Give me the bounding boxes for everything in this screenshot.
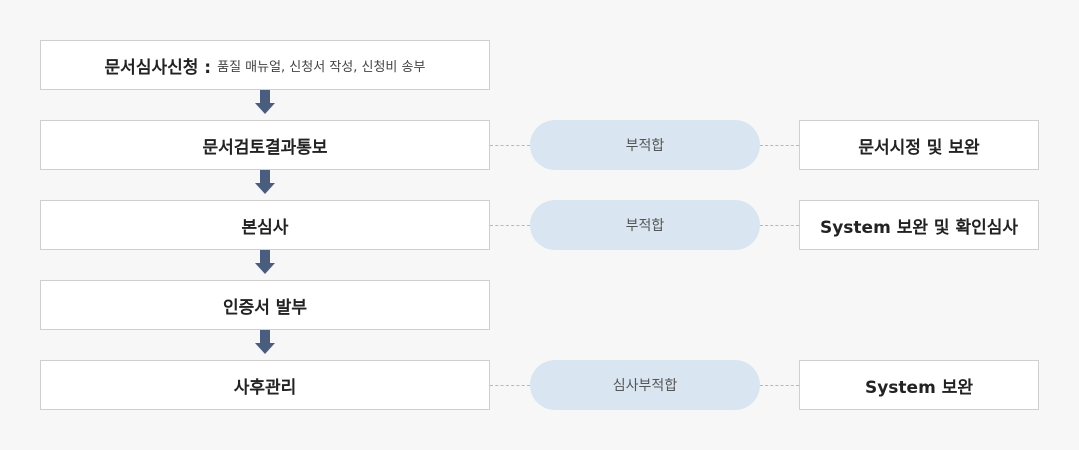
step-application-subtitle: 품질 매뉴얼, 신청서 작성, 신청비 송부 bbox=[217, 59, 426, 75]
step-certificate-issue: 인증서 발부 bbox=[40, 280, 490, 330]
branch-action-system-improvement: System 보완 bbox=[799, 360, 1039, 410]
branch-action-document-correction: 문서시정 및 보완 bbox=[799, 120, 1039, 170]
step-main-audit-title: 본심사 bbox=[241, 217, 289, 238]
branch-action-label: System 보완 및 확인심사 bbox=[819, 217, 1019, 238]
step-follow-up-title: 사후관리 bbox=[233, 377, 297, 398]
arrow-down-icon bbox=[255, 330, 275, 354]
step-document-review-title: 문서검토결과통보 bbox=[202, 137, 328, 158]
step-certificate-issue-title: 인증서 발부 bbox=[222, 297, 308, 318]
branch-condition-label: 부적합 bbox=[625, 218, 665, 234]
connector-line bbox=[490, 145, 530, 146]
step-application-title: 문서심사신청 : bbox=[104, 57, 212, 78]
branch-action-system-improvement-recheck: System 보완 및 확인심사 bbox=[799, 200, 1039, 250]
connector-line bbox=[760, 145, 799, 146]
connector-line bbox=[490, 225, 530, 226]
connector-line bbox=[760, 385, 799, 386]
branch-condition-nonconformity: 부적합 bbox=[530, 200, 760, 250]
branch-action-label: System 보완 bbox=[864, 377, 973, 398]
step-document-review: 문서검토결과통보 bbox=[40, 120, 490, 170]
step-follow-up: 사후관리 bbox=[40, 360, 490, 410]
step-main-audit: 본심사 bbox=[40, 200, 490, 250]
step-application: 문서심사신청 : 품질 매뉴얼, 신청서 작성, 신청비 송부 bbox=[40, 40, 490, 90]
branch-condition-nonconformity: 부적합 bbox=[530, 120, 760, 170]
arrow-down-icon bbox=[255, 170, 275, 194]
branch-action-label: 문서시정 및 보완 bbox=[858, 137, 980, 158]
arrow-down-icon bbox=[255, 90, 275, 114]
connector-line bbox=[760, 225, 799, 226]
branch-condition-label: 부적합 bbox=[625, 138, 665, 154]
arrow-down-icon bbox=[255, 250, 275, 274]
branch-condition-audit-nonconformity: 심사부적합 bbox=[530, 360, 760, 410]
connector-line bbox=[490, 385, 530, 386]
branch-condition-label: 심사부적합 bbox=[612, 378, 678, 394]
